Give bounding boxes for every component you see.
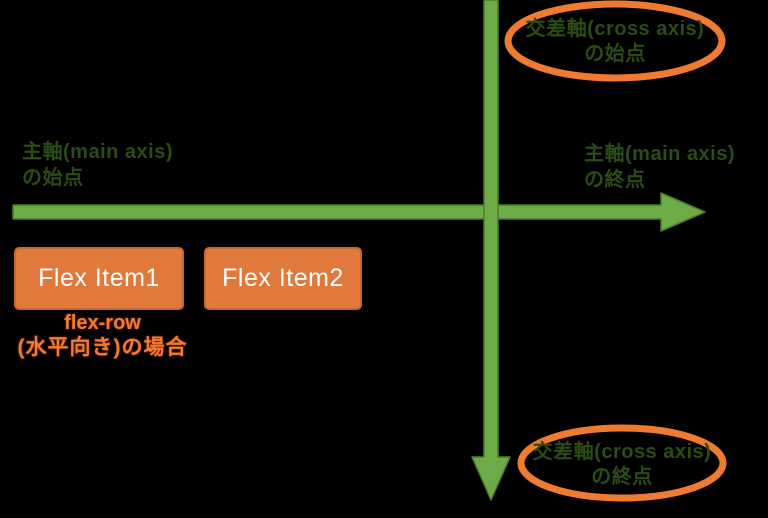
main-axis-arrow: [12, 192, 706, 232]
cross-axis-start-ellipse: [504, 0, 726, 82]
cross-axis-start-label-line1: 交差軸(cross axis): [525, 18, 705, 40]
cross-axis-start-label: 交差軸(cross axis) の始点: [495, 17, 735, 67]
cross-axis-end-label-line2: の終点: [591, 466, 653, 488]
flex-item-1-label: Flex Item1: [38, 264, 160, 292]
main-axis-start-label-line2: の始点: [22, 167, 84, 189]
main-axis-end-label-line1: 主軸(main axis): [584, 143, 735, 165]
flex-row-caption: flex-row (水平向き)の場合: [0, 312, 205, 361]
cross-axis-end-label: 交差軸(cross axis) の終点: [512, 440, 732, 490]
cross-axis-end-label-line1: 交差軸(cross axis): [532, 441, 712, 463]
flex-row-caption-line2: (水平向き)の場合: [17, 336, 188, 359]
main-axis-start-label: 主軸(main axis) の始点: [22, 139, 173, 191]
flex-item-2-label: Flex Item2: [222, 264, 344, 292]
cross-axis-arrow: [471, 0, 511, 501]
flex-item-2-box: Flex Item2: [204, 247, 362, 310]
main-axis-start-label-line1: 主軸(main axis): [22, 141, 173, 163]
flex-item-1-box: Flex Item1: [14, 247, 184, 310]
flex-row-caption-line1: flex-row: [64, 312, 141, 334]
cross-axis-start-label-line2: の始点: [584, 43, 646, 65]
cross-axis-end-ellipse: [517, 424, 727, 502]
main-axis-end-label-line2: の終点: [584, 169, 646, 191]
main-axis-end-label: 主軸(main axis) の終点: [584, 141, 735, 193]
